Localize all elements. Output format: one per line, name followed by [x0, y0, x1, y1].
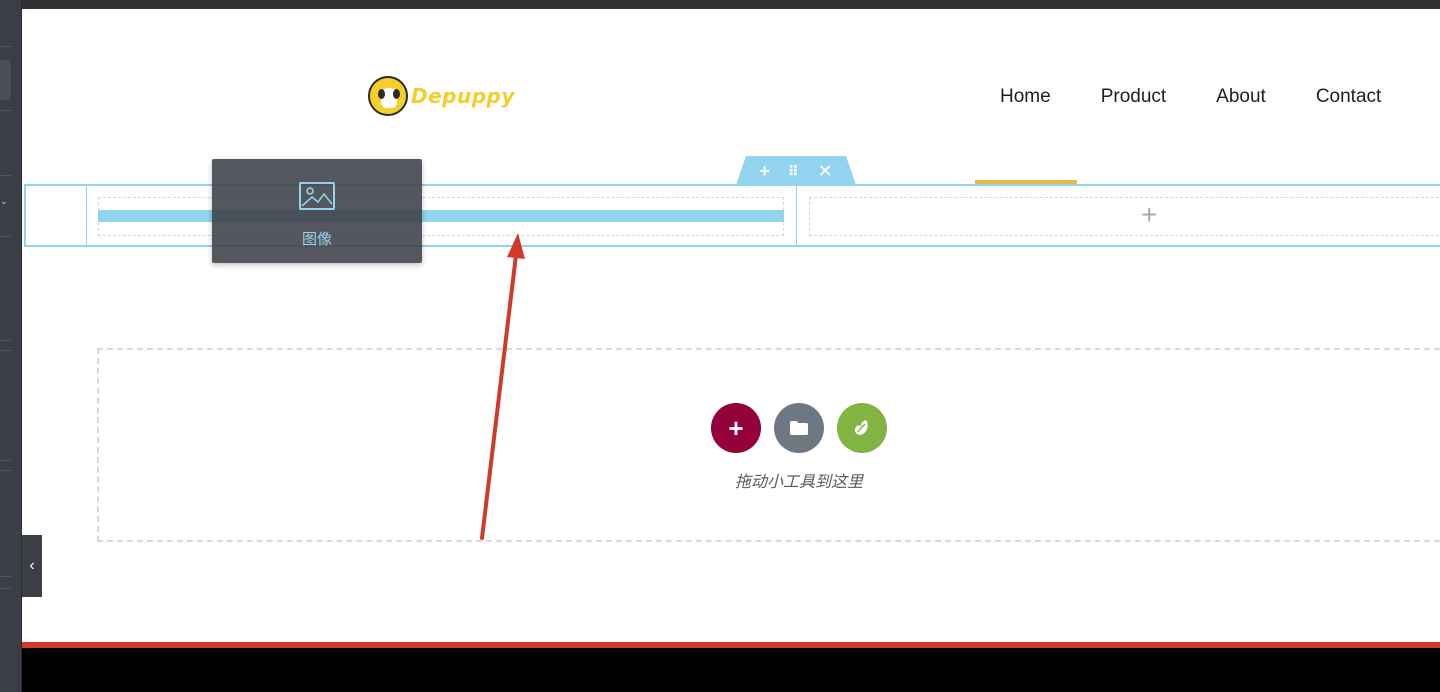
panel-divider	[0, 46, 12, 47]
dragged-widget-image[interactable]: 图像	[212, 159, 422, 263]
site-footer	[22, 648, 1440, 692]
nav-active-underline	[975, 180, 1077, 184]
widget-label: 图像	[301, 231, 332, 248]
leaf-icon	[855, 420, 868, 435]
column-divider	[86, 186, 87, 245]
panel-edge-handle[interactable]	[0, 60, 11, 100]
close-icon[interactable]: ✕	[817, 160, 833, 181]
panel-divider	[0, 350, 12, 351]
image-icon	[299, 182, 335, 210]
chevron-left-icon: ‹	[29, 557, 35, 574]
editor-side-panel: ⌄	[0, 0, 22, 692]
panel-divider	[0, 470, 12, 471]
nav-item-product[interactable]: Product	[1100, 86, 1167, 107]
main-nav: Home Product About Contact	[1000, 86, 1381, 108]
panel-divider	[0, 340, 12, 341]
logo-text: Depuppy	[411, 84, 515, 108]
folder-icon	[790, 421, 808, 435]
panel-divider	[0, 588, 12, 589]
add-new-section-button[interactable]: +	[711, 403, 761, 453]
panel-divider	[0, 175, 12, 176]
envato-kit-button[interactable]	[837, 403, 887, 453]
annotation-arrow	[480, 233, 525, 540]
add-template-button[interactable]	[774, 403, 824, 453]
panel-divider	[0, 460, 12, 461]
section-toolbar: + ⠿ ✕	[736, 156, 856, 185]
column-divider	[796, 186, 797, 245]
widget-dropzone[interactable]: + 拖动小工具到这里	[97, 348, 1440, 542]
dog-logo-icon	[368, 76, 408, 116]
add-section-icon[interactable]: +	[759, 160, 770, 181]
collapse-panel-button[interactable]: ‹	[22, 535, 42, 597]
empty-column[interactable]	[809, 197, 1440, 236]
add-widget-plus-icon[interactable]: +	[1141, 199, 1158, 230]
dropzone-hint: 拖动小工具到这里	[734, 474, 863, 491]
nav-item-contact[interactable]: Contact	[1315, 86, 1382, 107]
panel-divider	[0, 576, 12, 577]
chevron-down-icon[interactable]: ⌄	[0, 196, 8, 206]
panel-divider	[0, 110, 12, 111]
nav-item-home[interactable]: Home	[1000, 86, 1051, 107]
drag-handle-icon[interactable]: ⠿	[787, 162, 800, 179]
page-canvas: Depuppy Home Product About Contact + ⠿ ✕…	[22, 9, 1440, 692]
browser-top-bar	[22, 0, 1440, 9]
footer-accent-line	[22, 642, 1440, 648]
panel-divider	[0, 236, 12, 237]
site-logo[interactable]: Depuppy	[368, 76, 515, 116]
nav-item-about[interactable]: About	[1216, 86, 1266, 107]
